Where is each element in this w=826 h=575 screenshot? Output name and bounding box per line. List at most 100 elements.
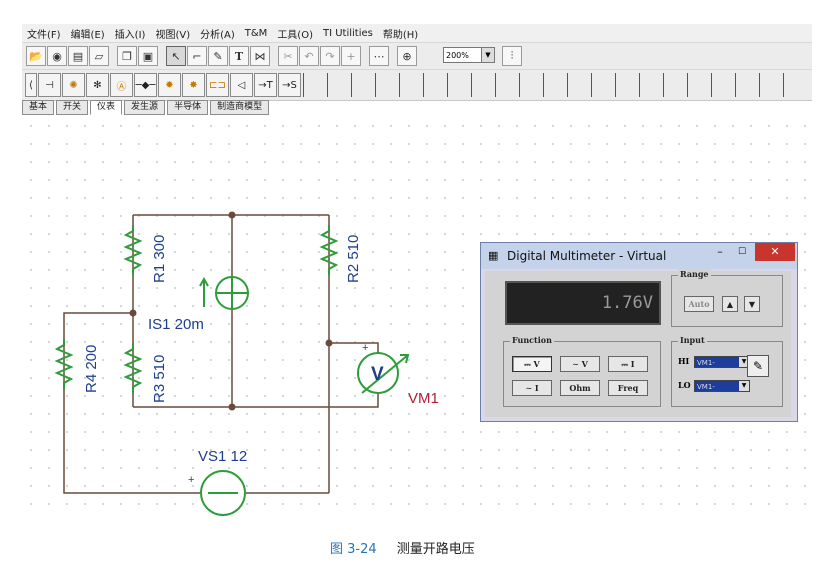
ac-current-button[interactable]: ∼ I xyxy=(512,380,552,396)
wire-meter-top[interactable] xyxy=(329,342,379,353)
ammeter-icon[interactable]: Ⓐ xyxy=(110,73,133,97)
tab-meters[interactable]: 仪表 xyxy=(90,100,123,115)
text-tool-icon[interactable]: T xyxy=(229,46,249,66)
empty-slot xyxy=(639,73,662,97)
capacitor-icon[interactable]: ⊣ xyxy=(38,73,61,97)
figure-caption: 图 3-24 测量开路电压 xyxy=(330,538,475,557)
empty-slot xyxy=(519,73,542,97)
resistor-r1[interactable] xyxy=(123,225,143,275)
wire-icon[interactable]: ⌐ xyxy=(187,46,207,66)
range-label: Range xyxy=(678,269,711,279)
function-group: Function ⎓ V ∼ V ⎓ I ∼ I Ohm Freq xyxy=(503,335,661,407)
empty-slot xyxy=(447,73,470,97)
menu-view[interactable]: 视图(V) xyxy=(155,29,191,41)
grip-icon: ⟨ xyxy=(25,73,37,97)
speaker-icon[interactable]: ◁ xyxy=(230,73,253,97)
close-button[interactable]: ✕ xyxy=(755,243,795,261)
open-folder-icon[interactable]: 📂 xyxy=(26,46,46,66)
menu-file[interactable]: 文件(F) xyxy=(27,29,61,41)
chevron-down-icon: ▼ xyxy=(739,357,749,367)
buzzer-icon[interactable]: ⊏⊐ xyxy=(206,73,229,97)
meter-plus-sign: + xyxy=(362,342,368,354)
grid-icon[interactable]: ⋯ xyxy=(369,46,389,66)
components xyxy=(54,225,410,516)
globe-icon[interactable]: ◉ xyxy=(47,46,67,66)
auto-range-button[interactable]: Auto xyxy=(684,296,714,312)
instrument-icon[interactable]: ⫶ xyxy=(502,46,522,66)
menu-tm[interactable]: T&M xyxy=(244,27,268,39)
menu-edit[interactable]: 编辑(E) xyxy=(70,29,105,41)
junction-dot xyxy=(228,403,236,411)
redo-icon[interactable]: ↷ xyxy=(320,46,340,66)
frequency-button[interactable]: Freq xyxy=(608,380,648,396)
current-source-is1[interactable] xyxy=(199,276,249,310)
labels: R1 300 R2 510 R3 510 R4 200 IS1 20m VS1 … xyxy=(83,235,439,486)
lamp-icon[interactable]: ✺ xyxy=(62,73,85,97)
multimeter-app-icon: ▦ xyxy=(488,249,499,262)
terminal-t-icon[interactable]: →T xyxy=(254,73,277,97)
voltmeter-symbol: V xyxy=(371,364,384,385)
empty-slot xyxy=(759,73,782,97)
pencil-icon[interactable]: ✎ xyxy=(208,46,228,66)
tab-semiconductors[interactable]: 半导体 xyxy=(167,100,209,115)
cut-icon[interactable]: ✂ xyxy=(278,46,298,66)
source-plus-sign: + xyxy=(188,474,194,486)
empty-slot xyxy=(423,73,446,97)
menu-bar: 文件(F) 编辑(E) 插入(I) 视图(V) 分析(A) T&M 工具(O) … xyxy=(22,24,812,42)
minimize-button[interactable]: – xyxy=(717,245,723,258)
lo-input-select[interactable]: VM1- ▼ xyxy=(694,380,750,392)
zoom-icon[interactable]: ⊕ xyxy=(397,46,417,66)
menu-tools[interactable]: 工具(O) xyxy=(277,29,313,41)
pointer-icon[interactable]: ↖ xyxy=(166,46,186,66)
tab-switches[interactable]: 开关 xyxy=(56,100,89,115)
fuse-icon[interactable]: ─◆─ xyxy=(134,73,157,97)
dc-voltage-button[interactable]: ⎓ V xyxy=(512,356,552,372)
empty-slot xyxy=(591,73,614,97)
resistor-r4[interactable] xyxy=(54,339,74,389)
component-toolbar: ⟨ ⊣ ✺ ✻ Ⓐ ─◆─ ✹ ✸ ⊏⊐ ◁ →T →S xyxy=(22,69,812,101)
menu-ti-utilities[interactable]: TI Utilities xyxy=(323,27,373,39)
probe-icon[interactable]: ✎ xyxy=(747,355,769,377)
empty-slot xyxy=(615,73,638,97)
wire-meter-bottom[interactable] xyxy=(329,393,379,408)
multimeter-title-bar[interactable]: ▦ Digital Multimeter - Virtual – ☐ ✕ xyxy=(481,243,797,269)
tab-sources[interactable]: 发生源 xyxy=(124,100,166,115)
terminal-s-icon[interactable]: →S xyxy=(278,73,301,97)
multimeter-window[interactable]: ▦ Digital Multimeter - Virtual – ☐ ✕ 1.7… xyxy=(480,242,798,422)
zoom-select[interactable]: 200% ▼ xyxy=(443,47,495,63)
junctions xyxy=(129,211,333,411)
open-icon[interactable]: ▱ xyxy=(89,46,109,66)
reading-display: 1.76V xyxy=(505,281,661,325)
diode-icon[interactable]: ✻ xyxy=(86,73,109,97)
led-icon[interactable]: ✸ xyxy=(182,73,205,97)
figure-number: 图 3-24 xyxy=(330,542,377,557)
tab-basic[interactable]: 基本 xyxy=(22,100,55,115)
wire-r4-loop[interactable] xyxy=(63,312,200,494)
save-icon[interactable]: ▤ xyxy=(68,46,88,66)
paste-icon[interactable]: ▣ xyxy=(138,46,158,66)
bus-icon[interactable]: ⋈ xyxy=(250,46,270,66)
voltmeter-vm1[interactable] xyxy=(357,352,410,394)
bulb-icon[interactable]: ✹ xyxy=(158,73,181,97)
resistor-r2[interactable] xyxy=(319,225,339,275)
menu-insert[interactable]: 插入(I) xyxy=(114,29,146,41)
range-up-button[interactable]: ▲ xyxy=(722,296,738,312)
menu-analysis[interactable]: 分析(A) xyxy=(200,29,235,41)
tab-manufacturer-models[interactable]: 制造商模型 xyxy=(210,100,270,115)
chevron-down-icon: ▼ xyxy=(481,48,494,62)
undo-icon[interactable]: ↶ xyxy=(299,46,319,66)
dc-current-button[interactable]: ⎓ I xyxy=(608,356,648,372)
voltage-source-vs1[interactable] xyxy=(200,470,246,516)
resistor-r3[interactable] xyxy=(123,343,143,393)
range-down-button[interactable]: ▼ xyxy=(744,296,760,312)
empty-slot xyxy=(567,73,590,97)
empty-slot xyxy=(711,73,734,97)
hi-input-select[interactable]: VM1- ▼ xyxy=(694,356,750,368)
copy-icon[interactable]: ❐ xyxy=(117,46,137,66)
menu-help[interactable]: 帮助(H) xyxy=(382,29,419,41)
ohm-button[interactable]: Ohm xyxy=(560,380,600,396)
maximize-button[interactable]: ☐ xyxy=(737,247,747,257)
empty-slot xyxy=(303,73,326,97)
ac-voltage-button[interactable]: ∼ V xyxy=(560,356,600,372)
add-icon[interactable]: + xyxy=(341,46,361,66)
